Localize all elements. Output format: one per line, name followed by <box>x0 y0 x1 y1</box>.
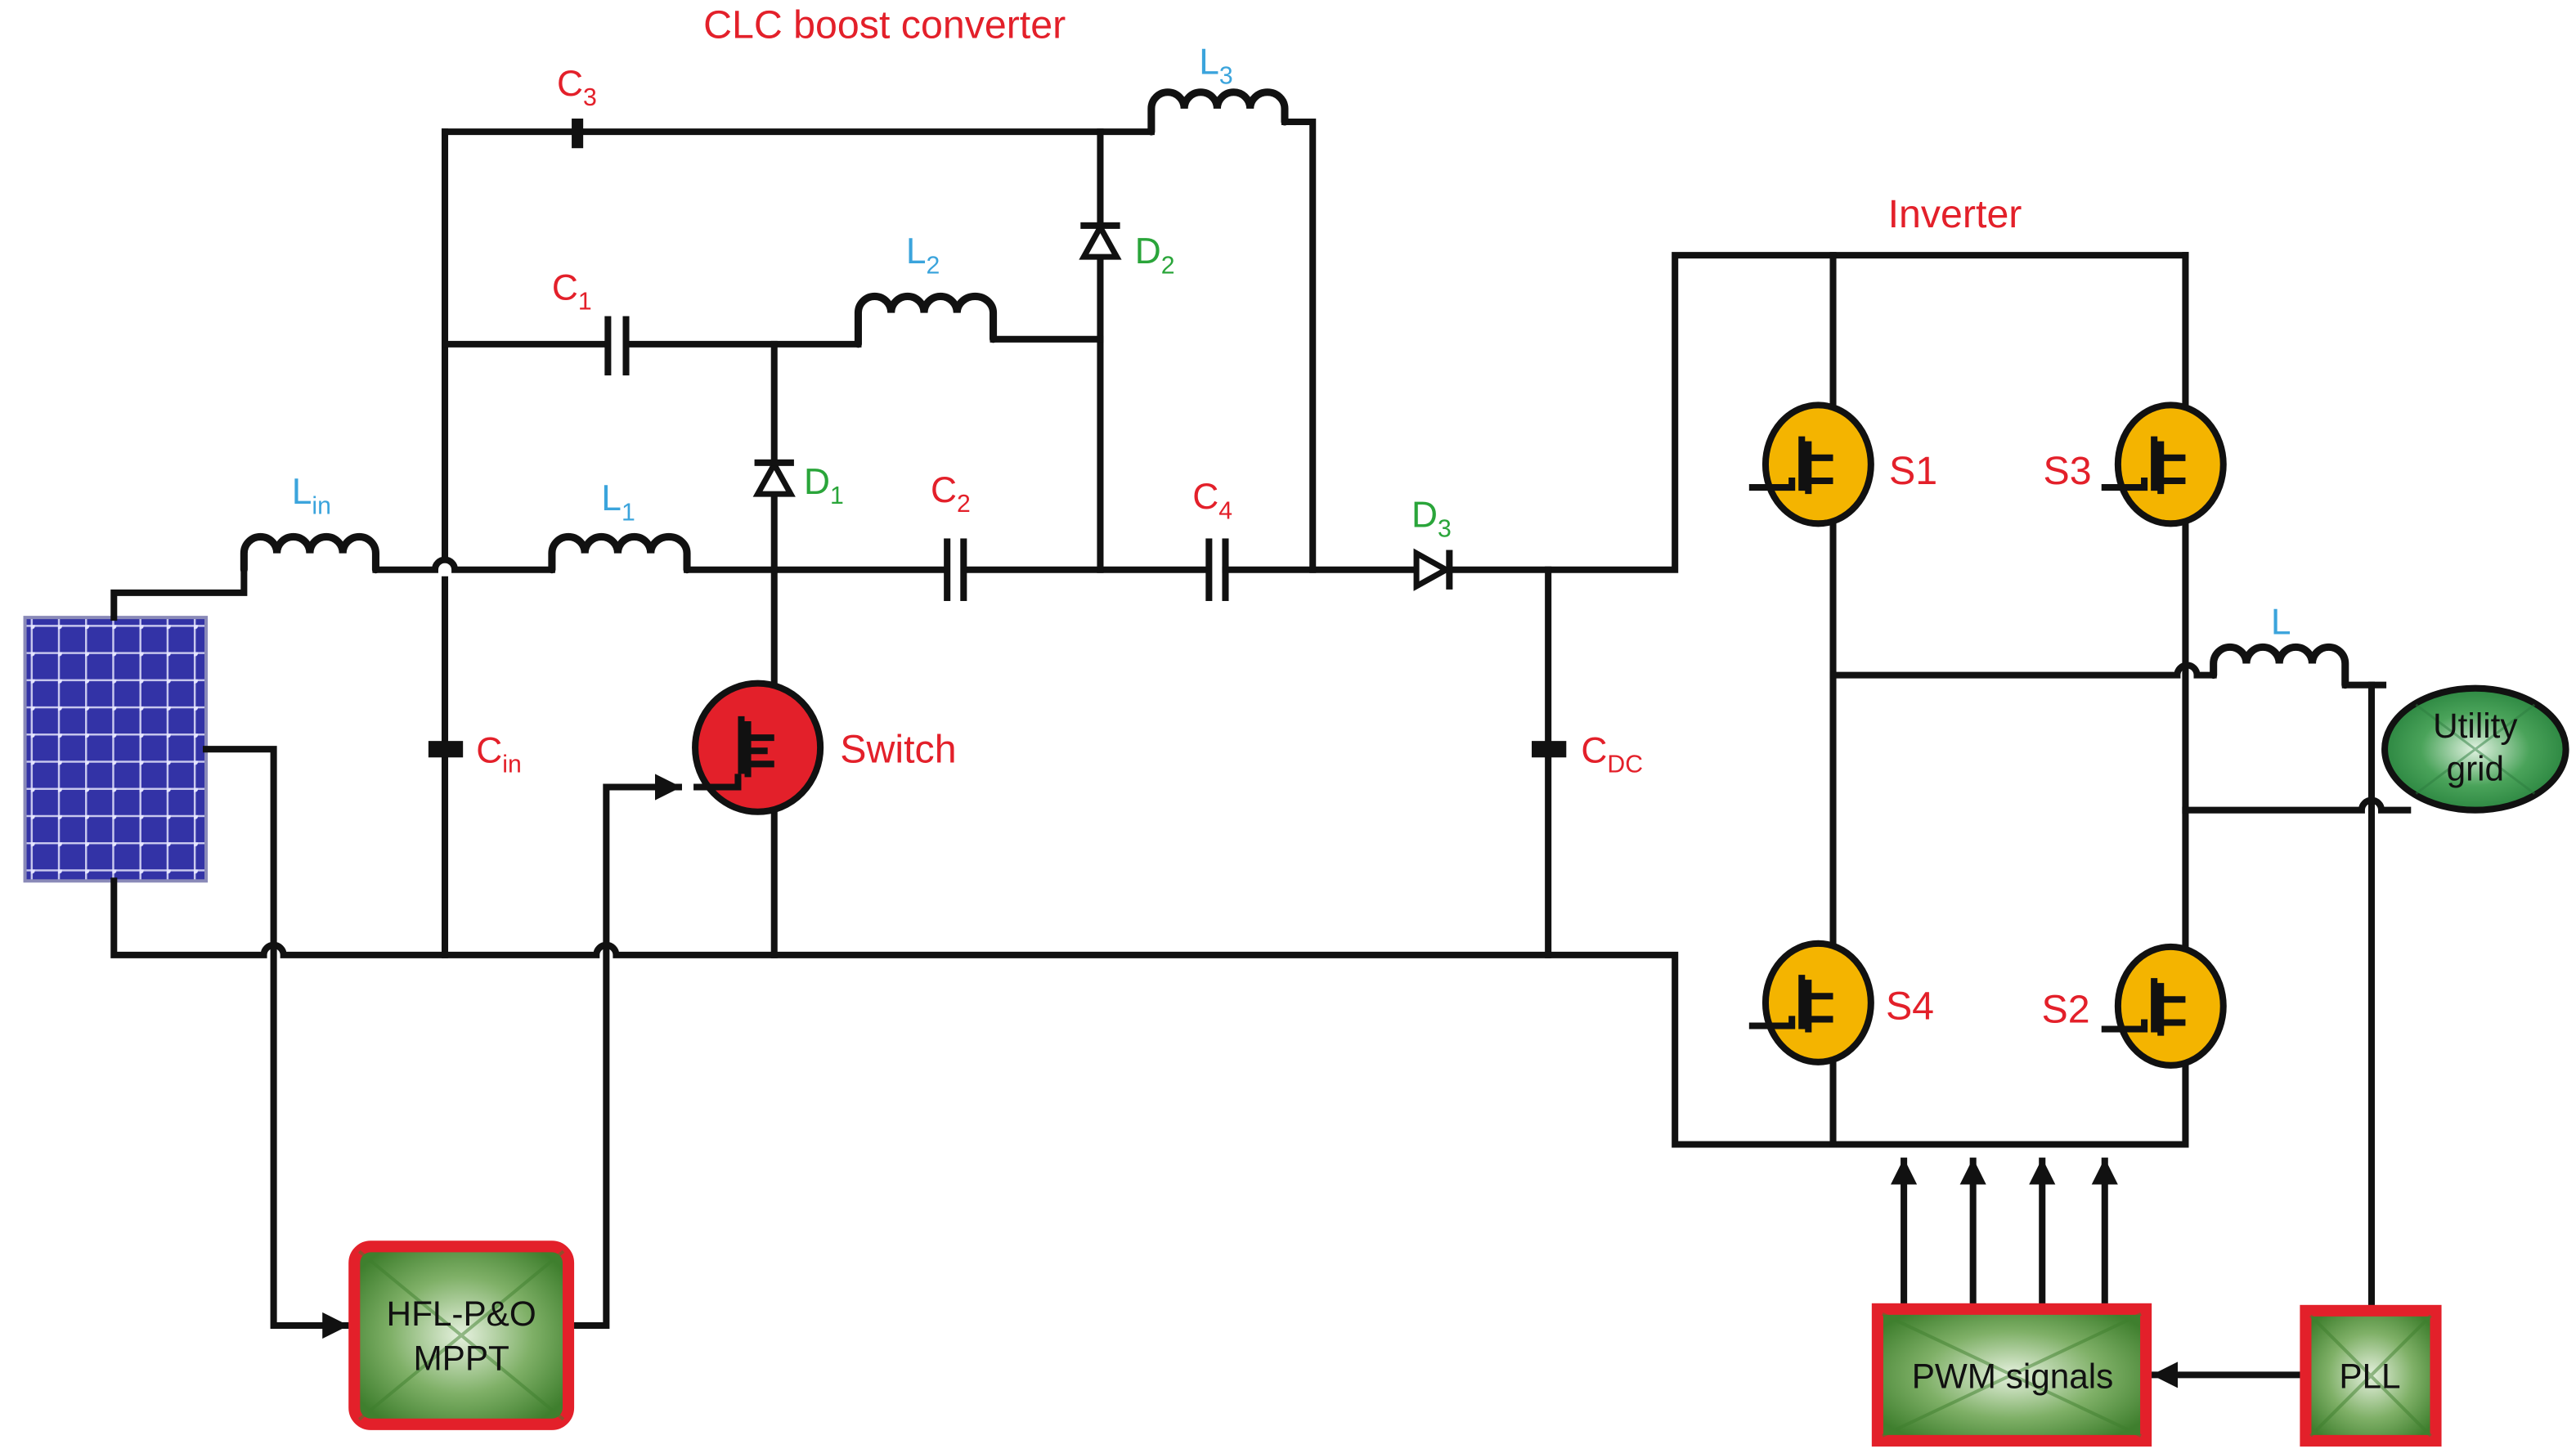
svg-text:D1: D1 <box>804 462 844 509</box>
inductor-l2: L2 <box>854 231 998 348</box>
capacitor-c4: C4 <box>1192 477 1232 601</box>
svg-text:D3: D3 <box>1411 495 1452 542</box>
svg-text:S3: S3 <box>2044 449 2092 493</box>
svg-text:PWM signals: PWM signals <box>1912 1357 2114 1395</box>
svg-text:HFL-P&O: HFL-P&O <box>387 1294 536 1333</box>
inductor-l1: L1 <box>548 478 691 574</box>
svg-text:L: L <box>2271 602 2291 642</box>
svg-text:C4: C4 <box>1192 477 1232 524</box>
igbt-s3-icon: S3 <box>2044 402 2227 527</box>
inductor-lin: Lin <box>240 472 379 574</box>
diode-d1: D1 <box>752 458 844 509</box>
svg-text:S2: S2 <box>2042 987 2090 1031</box>
svg-text:Cin: Cin <box>476 730 522 778</box>
svg-text:MPPT: MPPT <box>413 1339 509 1377</box>
svg-text:Lin: Lin <box>292 472 331 519</box>
svg-text:L2: L2 <box>906 231 940 279</box>
svg-text:CDC: CDC <box>1581 730 1643 778</box>
igbt-s1-icon: S1 <box>1748 402 1937 527</box>
capacitor-c2: C2 <box>931 470 971 601</box>
svg-text:Utility: Utility <box>2433 707 2518 745</box>
diode-d3: D3 <box>1411 495 1453 591</box>
capacitor-cin: Cin <box>428 730 522 778</box>
svg-text:Switch: Switch <box>840 727 956 771</box>
capacitor-c3: C3 <box>557 64 597 149</box>
switch-mosfet-icon: Switch <box>692 680 957 815</box>
svg-text:D2: D2 <box>1135 231 1175 279</box>
svg-text:grid: grid <box>2447 749 2504 787</box>
inverter-title: Inverter <box>1888 192 2022 236</box>
svg-text:C1: C1 <box>552 267 592 315</box>
igbt-s4-icon: S4 <box>1748 940 1934 1065</box>
svg-text:C3: C3 <box>557 64 597 111</box>
igbt-s2-icon: S2 <box>2042 943 2227 1069</box>
svg-text:S1: S1 <box>1889 449 1937 493</box>
pv-panel-icon <box>23 616 209 883</box>
pwm-signals-block: PWM signals <box>1871 1303 2152 1447</box>
svg-text:PLL: PLL <box>2339 1357 2400 1395</box>
diode-d2: D2 <box>1079 221 1175 279</box>
utility-grid: Utility grid <box>2381 684 2569 814</box>
svg-text:L3: L3 <box>1199 43 1232 90</box>
pll-block: PLL <box>2300 1304 2442 1447</box>
svg-text:L1: L1 <box>601 478 635 526</box>
svg-text:C2: C2 <box>931 470 971 518</box>
capacitor-c1: C1 <box>552 267 630 376</box>
inductor-l3: L3 <box>1147 43 1289 136</box>
capacitor-cdc: CDC <box>1532 730 1643 778</box>
svg-text:S4: S4 <box>1886 984 1934 1028</box>
inductor-l: L <box>2210 602 2349 689</box>
circuit-wires <box>110 118 2412 1388</box>
clc-boost-converter-title: CLC boost converter <box>703 2 1066 47</box>
mppt-block: HFL-P&O MPPT <box>348 1240 575 1430</box>
